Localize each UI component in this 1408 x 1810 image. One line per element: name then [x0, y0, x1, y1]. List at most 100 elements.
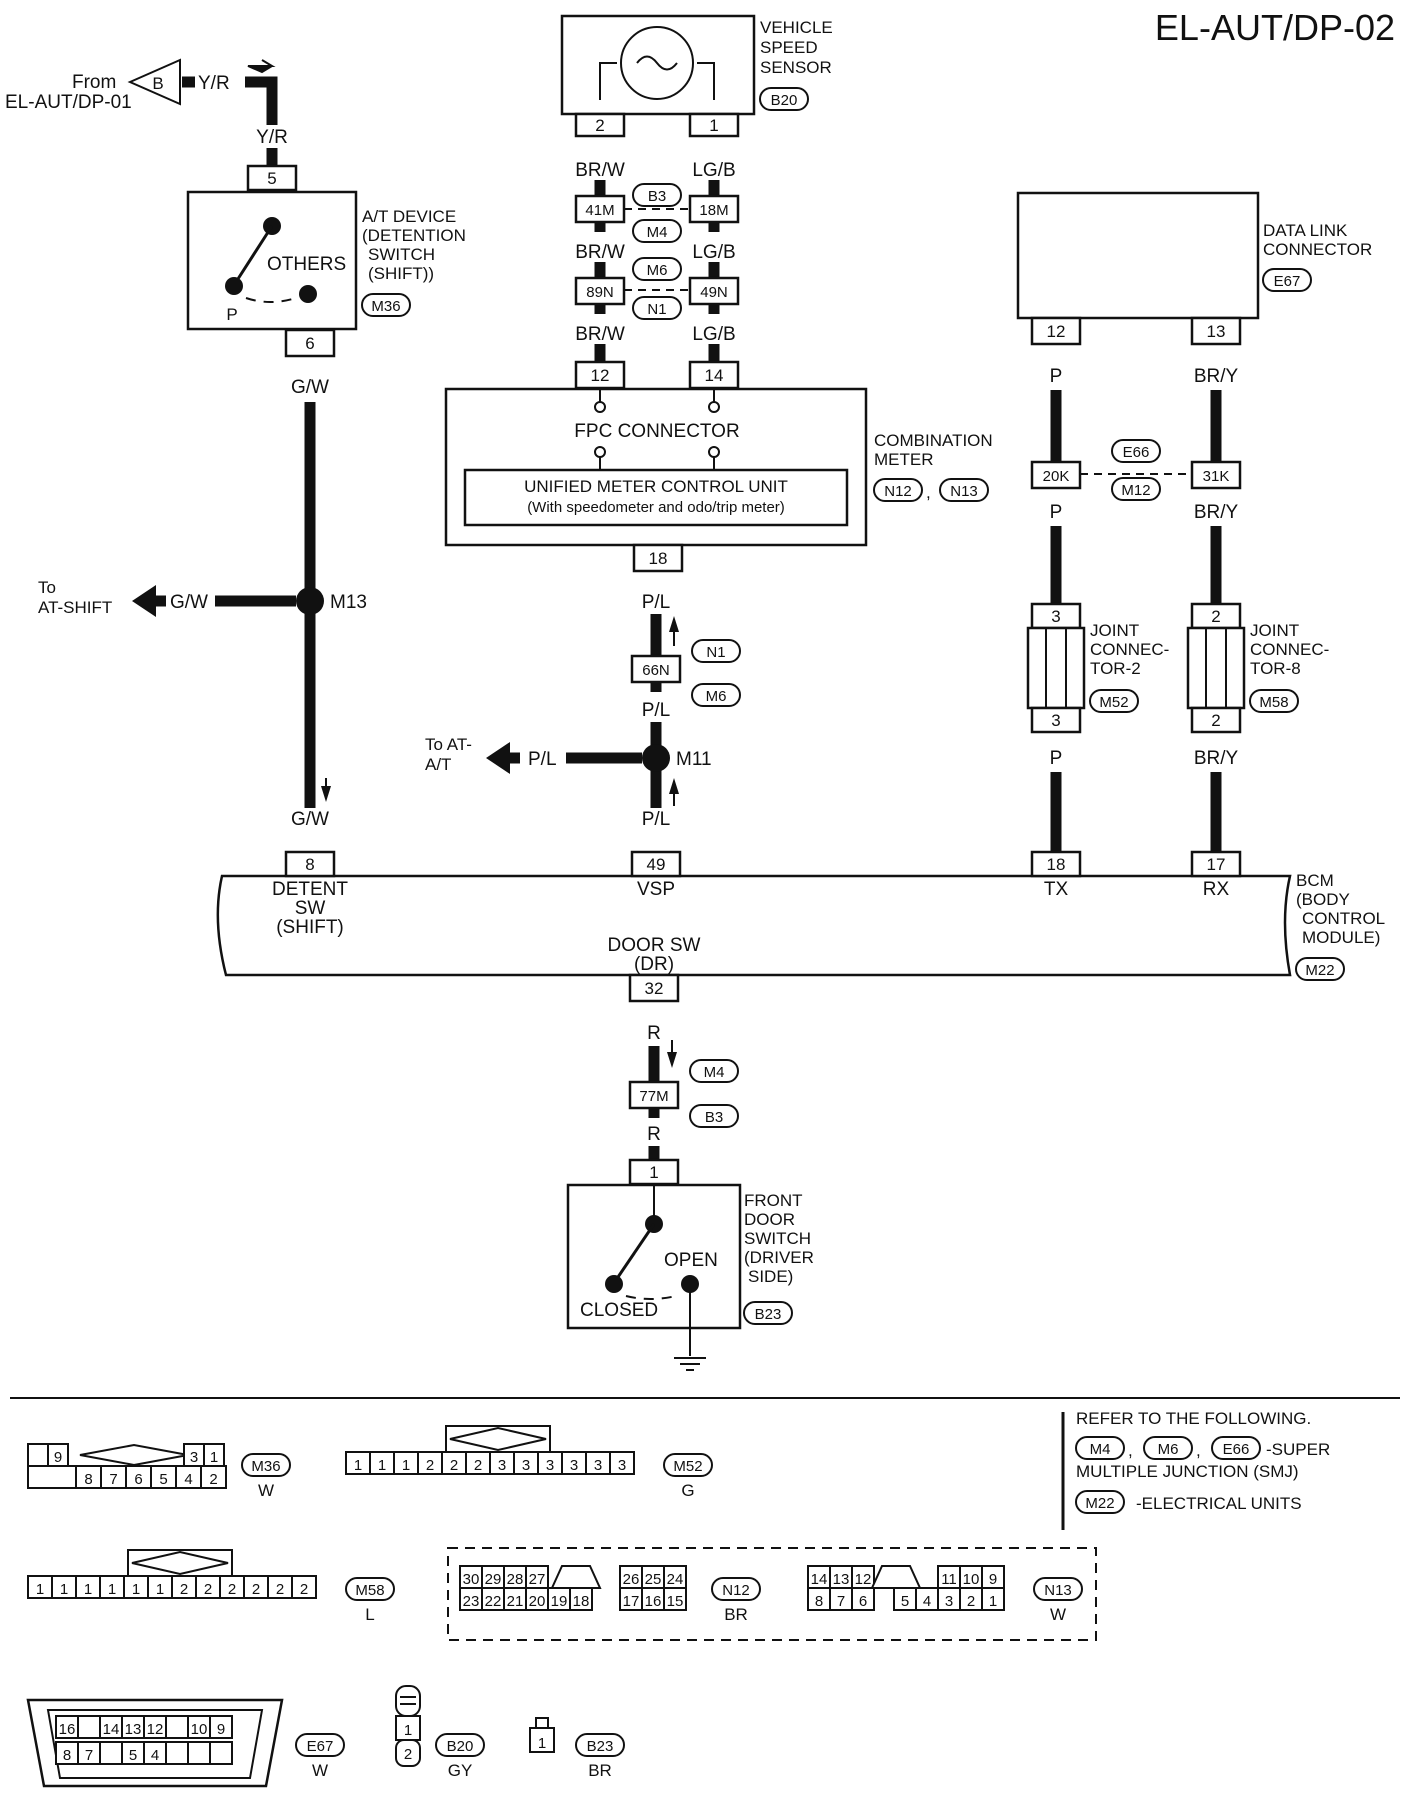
at-wire-bottom: G/W — [291, 377, 329, 398]
connector-id: E67 — [307, 1738, 334, 1755]
at-name-3: (SHIFT)) — [368, 264, 434, 283]
pin-number: 1 — [36, 1581, 44, 1598]
ground-icon — [674, 1357, 706, 1371]
connector-shape — [435, 1733, 485, 1757]
data-link-connector: DATA LINK CONNECTOR E67 12 13 P BR/Y 20K… — [1016, 191, 1372, 604]
connector-shape — [131, 1550, 229, 1576]
connector-id: N12 — [722, 1582, 750, 1599]
pin-number: 17 — [623, 1593, 640, 1610]
pin-number: 2 — [276, 1581, 284, 1598]
dlc-connector: E67 — [1274, 273, 1301, 290]
pin-number: 9 — [54, 1449, 62, 1466]
pin-number: 1 — [989, 1593, 997, 1610]
pin-number: 3 — [570, 1457, 578, 1474]
connector-shape — [291, 1575, 317, 1599]
pin-number: 29 — [485, 1571, 502, 1588]
connector-shape — [711, 1577, 761, 1601]
connector-color: G — [681, 1481, 694, 1500]
pin-number: 5 — [159, 1471, 167, 1488]
pin-number: 12 — [147, 1721, 164, 1738]
j8-pin-bottom: 2 — [1211, 711, 1220, 730]
bcm-name-3: MODULE) — [1302, 928, 1380, 947]
connector-shape — [165, 1715, 189, 1739]
from-label: From — [72, 72, 116, 93]
connector-shape — [200, 1465, 227, 1489]
j2-connector: M52 — [1099, 694, 1128, 711]
meter-pin-left: 12 — [591, 366, 610, 385]
connector-shape — [395, 1685, 421, 1717]
pin-number: 3 — [945, 1593, 953, 1610]
door-switch-pin: 1 — [649, 1163, 658, 1182]
sensor-wires: BR/W LG/B 41M 18M B3 M4 BR/W LG/B 89N 49… — [574, 160, 740, 362]
from-terminal: B — [152, 74, 163, 93]
dlc-jb-bottom: M12 — [1121, 482, 1150, 499]
j8-pin-top: 2 — [1211, 607, 1220, 626]
pin-number: 2 — [252, 1581, 260, 1598]
pin-number: 1 — [354, 1457, 362, 1474]
pin-number: 2 — [300, 1581, 308, 1598]
sensor-name-0: VEHICLE — [760, 18, 833, 37]
connector-shape — [981, 1587, 1005, 1611]
shift-wire-bottom: G/W — [291, 809, 329, 830]
pin-number: 4 — [923, 1593, 931, 1610]
pin-number: 1 — [156, 1581, 164, 1598]
door-name-0: FRONT — [744, 1191, 803, 1210]
bcm-detent-2: (SHIFT) — [276, 917, 344, 938]
sensor-name-1: SPEED — [760, 38, 818, 57]
eu-id: M22 — [1085, 1495, 1114, 1512]
jb1-right: 18M — [699, 202, 728, 219]
pin-number: 23 — [463, 1593, 480, 1610]
pin-number: 10 — [191, 1721, 208, 1738]
dlc-jb-left: 20K — [1043, 468, 1070, 485]
smj-id-2: E66 — [1223, 1441, 1250, 1458]
eu-text: -ELECTRICAL UNITS — [1136, 1494, 1302, 1513]
bcm-tx-label: TX — [1044, 879, 1069, 900]
unit-line1: UNIFIED METER CONTROL UNIT — [524, 477, 788, 496]
pin-number: 3 — [190, 1449, 198, 1466]
j8-name-1: CONNEC- — [1250, 640, 1329, 659]
connector-shape — [1033, 1577, 1083, 1601]
j8-name-2: TOR-8 — [1250, 659, 1301, 678]
direction-arrow-icon — [247, 59, 276, 74]
shift-branch-1: AT-SHIFT — [38, 598, 112, 617]
bcm-detent-1: SW — [295, 898, 326, 919]
pin-number: 2 — [404, 1746, 412, 1763]
svg-text:,: , — [926, 483, 931, 502]
pin-number: 2 — [450, 1457, 458, 1474]
bcm-vsp-pin: 49 — [647, 855, 666, 874]
jb2-bottom: N1 — [647, 301, 666, 318]
connector-shape — [663, 1587, 687, 1611]
door-pos-closed: CLOSED — [580, 1300, 658, 1321]
pin-number: 1 — [378, 1457, 386, 1474]
sensor-wire-right-2: LG/B — [692, 242, 735, 263]
connector-id: M52 — [673, 1458, 702, 1475]
pin-number: 6 — [859, 1593, 867, 1610]
connector-shape — [575, 1733, 625, 1757]
fpc-label: FPC CONNECTOR — [574, 421, 739, 442]
j8-wire: BR/Y — [1194, 748, 1239, 769]
connector-shape — [165, 1741, 189, 1765]
vsp-up-arrow-icon-1 — [669, 616, 679, 632]
dlc-wire-right-2: BR/Y — [1194, 502, 1239, 523]
jb1-bottom: M4 — [647, 224, 668, 241]
pin-number: 1 — [60, 1581, 68, 1598]
connector-shape — [209, 1715, 233, 1739]
pin-number: 2 — [204, 1581, 212, 1598]
j8-connector: M58 — [1259, 694, 1288, 711]
connector-color: W — [258, 1481, 274, 1500]
door-name-4: SIDE) — [748, 1267, 793, 1286]
pin-number: 10 — [963, 1571, 980, 1588]
combination-meter: 12 14 FPC CONNECTOR UNIFIED METER CONTRO… — [444, 360, 993, 573]
vsp-path: P/L N1 66N M6 P/L M11 P/L To AT- A/T P/L — [425, 592, 741, 830]
connector-color: BR — [724, 1605, 748, 1624]
pin-number: 19 — [551, 1593, 568, 1610]
svg-text:,: , — [1196, 1441, 1201, 1460]
m13-label: M13 — [330, 592, 367, 613]
pin-number: 20 — [529, 1593, 546, 1610]
connector-color: W — [1050, 1605, 1066, 1624]
dlc-pin-right: 13 — [1207, 322, 1226, 341]
connector-id: M36 — [251, 1458, 280, 1475]
vsp-wire-3: P/L — [642, 809, 671, 830]
at-device: Y/R 5 P OTHERS A/T DEVICE (DETENTION SWI… — [186, 127, 466, 398]
